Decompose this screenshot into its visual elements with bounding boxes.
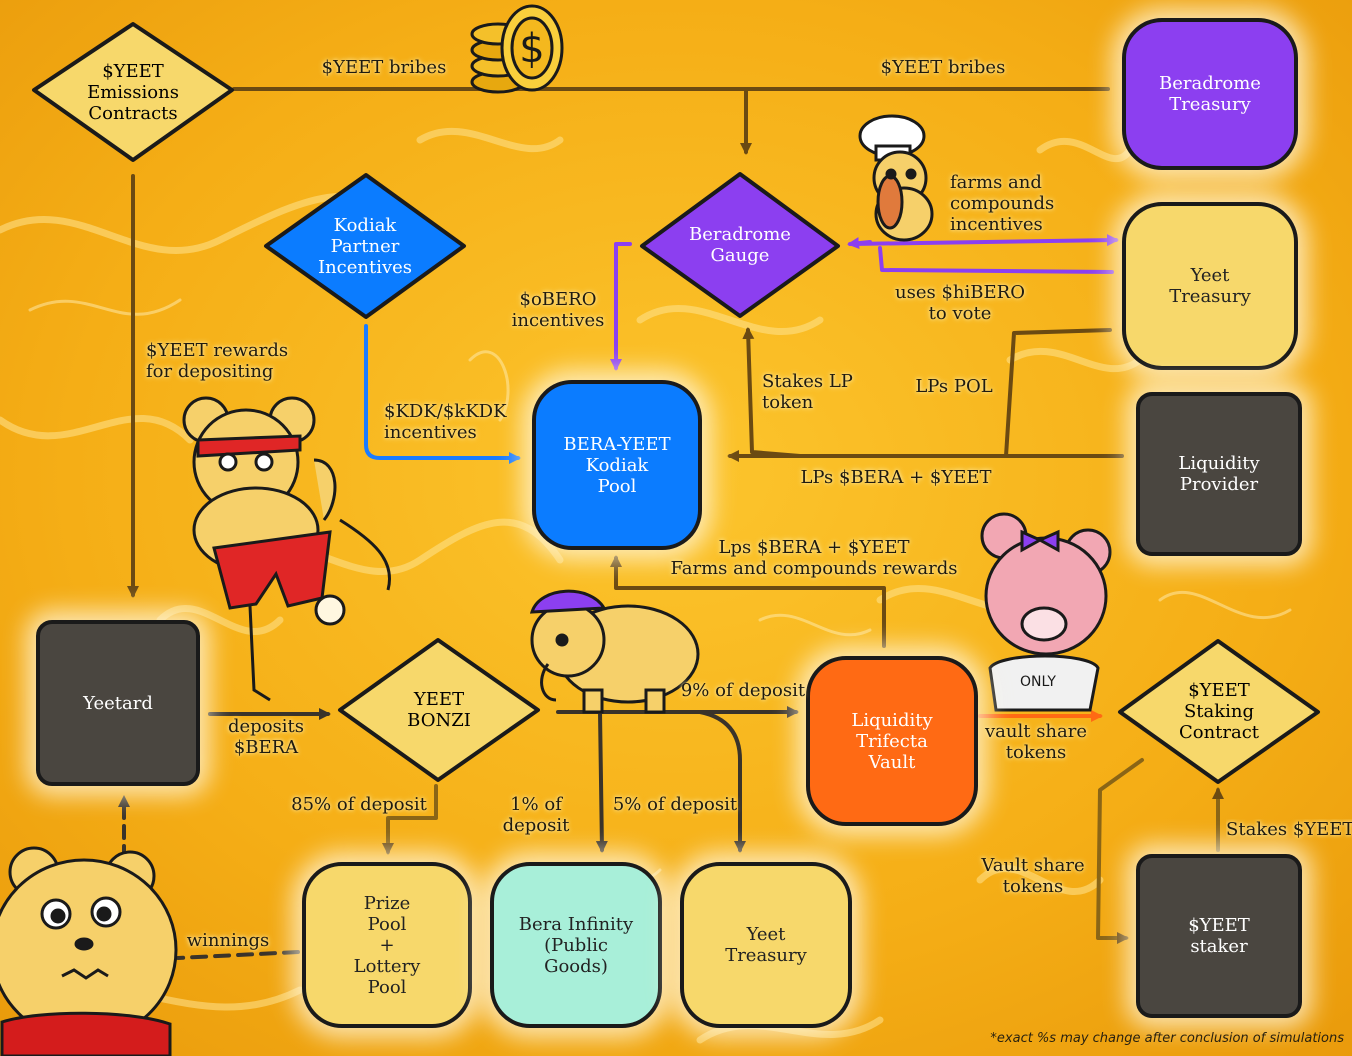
edge-label-lps-bera-yeet: LPs $BERA + $YEET xyxy=(800,467,992,488)
edge-label-vault-share-bottom: Vault share tokens xyxy=(981,855,1085,897)
sad-bear-icon xyxy=(0,846,178,1056)
pink-bear-icon: ONLY xyxy=(980,512,1112,712)
yeet-bonzi-label: YEET BONZI xyxy=(407,689,471,731)
kodiak-partner-incentives-node: Kodiak Partner Incentives xyxy=(266,175,464,317)
footnote: *exact %s may change after conclusion of… xyxy=(990,1031,1344,1046)
edge-label-nine-pct: 9% of deposit xyxy=(680,680,806,701)
edge-label-bribes-right: $YEET bribes xyxy=(880,57,1006,78)
svg-text:$: $ xyxy=(519,26,544,72)
bera-yeet-kodiak-pool-node: BERA-YEET Kodiak Pool xyxy=(532,380,702,550)
edge-label-obero: $oBERO incentives xyxy=(511,289,605,331)
edge-label-uses-hibero: uses $hiBERO to vote xyxy=(895,282,1025,324)
chef-bear-icon xyxy=(858,114,934,242)
beradrome-treasury-node: Beradrome Treasury xyxy=(1122,18,1298,170)
yeet-staker-node: $YEET staker xyxy=(1136,854,1302,1018)
edge-label-five-pct: 5% of deposit xyxy=(612,794,738,815)
yeet-bonzi-node: YEET BONZI xyxy=(340,640,538,780)
emissions-contracts-label: $YEET Emissions Contracts xyxy=(87,60,179,124)
edge-label-farms-compounds: farms and compounds incentives xyxy=(950,172,1055,235)
yeet-treasury-top-node: Yeet Treasury xyxy=(1122,202,1298,370)
prize-lottery-pool-node: Prize Pool + Lottery Pool xyxy=(302,862,472,1028)
edge-label-yeet-rewards: $YEET rewards for depositing xyxy=(146,340,289,382)
edge-label-kdk: $KDK/$kKDK incentives xyxy=(384,401,507,443)
edge-label-stakes-yeet: Stakes $YEET xyxy=(1226,819,1352,840)
emissions-contracts-node: $YEET Emissions Contracts xyxy=(34,24,232,160)
elephant-helmet-icon xyxy=(529,589,700,714)
staking-contract-label: $YEET Staking Contract xyxy=(1178,680,1260,743)
yeetard-node: Yeetard xyxy=(36,620,200,786)
fighter-bear-icon xyxy=(182,396,391,702)
beradrome-gauge-label: Beradrome Gauge xyxy=(689,224,791,266)
svg-text:ONLY: ONLY xyxy=(1020,674,1056,690)
edge-label-lps-farms: Lps $BERA + $YEET Farms and compounds re… xyxy=(670,537,958,579)
bera-infinity-node: Bera Infinity (Public Goods) xyxy=(490,862,662,1028)
yeet-treasury-bottom-node: Yeet Treasury xyxy=(680,862,852,1028)
edge-label-eighty-five-pct: 85% of deposit xyxy=(291,794,427,815)
kodiak-partner-incentives-label: Kodiak Partner Incentives xyxy=(317,214,413,278)
edge-label-winnings: winnings xyxy=(186,930,270,951)
edge-label-stakes-lp: Stakes LP token xyxy=(762,371,853,413)
edge-label-lps-pol: LPs POL xyxy=(915,376,993,397)
edge-label-one-pct: 1% of deposit xyxy=(502,794,570,836)
edge-label-bribes-left: $YEET bribes xyxy=(321,57,447,78)
beradrome-gauge-node: Beradrome Gauge xyxy=(642,174,838,316)
liquidity-trifecta-vault-node: Liquidity Trifecta Vault xyxy=(806,656,978,826)
staking-contract-node: $YEET Staking Contract xyxy=(1120,641,1318,782)
edge-label-deposits-bera: deposits $BERA xyxy=(228,716,304,758)
liquidity-provider-node: Liquidity Provider xyxy=(1136,392,1302,556)
edge-label-vault-share-top: vault share tokens xyxy=(984,721,1088,763)
coin-stack-icon: $ xyxy=(470,4,564,94)
